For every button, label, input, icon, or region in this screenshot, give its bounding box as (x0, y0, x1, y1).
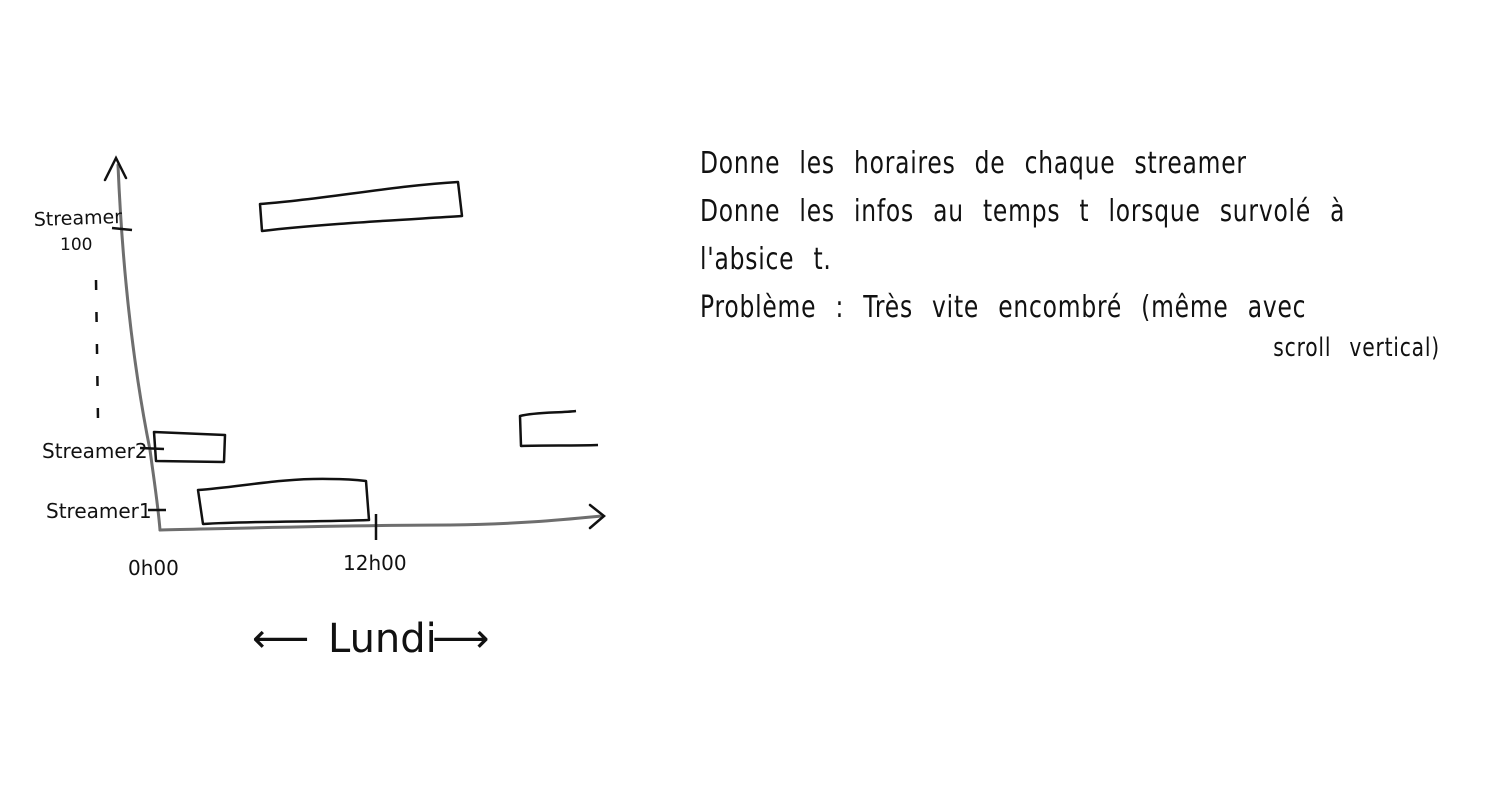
x-axis-arrowhead (588, 503, 606, 530)
tick-label-12h00: 12h00 (343, 551, 407, 575)
note-line-1: Donne les horaires de chaque streamer (700, 146, 1247, 181)
y-axis-line (116, 163, 162, 532)
note-line-4: Problème : Très vite encombré (même avec (700, 290, 1307, 325)
tick-streamer100 (111, 226, 133, 232)
vertical-ellipsis (94, 279, 100, 421)
day-label: Lundi (328, 616, 437, 662)
notes-block: Donne les horaires de chaque streamer Do… (700, 140, 1440, 372)
label-streamer2: Streamer2 (42, 439, 148, 463)
bar-streamer1 (196, 477, 371, 526)
day-arrow-left: ⟵ (252, 616, 309, 662)
label-streamer100-line2: 100 (60, 235, 92, 255)
x-axis-line (158, 514, 604, 532)
tick-label-0h00: 0h00 (128, 556, 179, 580)
note-line-5: scroll vertical) (1273, 333, 1440, 363)
tick-streamer2 (139, 446, 165, 451)
label-streamer100-line1: Streamer (33, 206, 122, 231)
note-line-2: Donne les infos au temps t lorsque survo… (700, 194, 1346, 229)
note-line-3: l'absice t. (700, 242, 832, 277)
y-axis-arrowhead (103, 155, 128, 182)
bar-streamer100 (258, 180, 464, 233)
day-arrow-right: ⟶ (432, 616, 489, 662)
bar-streamer2-b (518, 409, 599, 448)
bar-streamer2-a (152, 430, 227, 464)
label-streamer1: Streamer1 (46, 499, 152, 523)
